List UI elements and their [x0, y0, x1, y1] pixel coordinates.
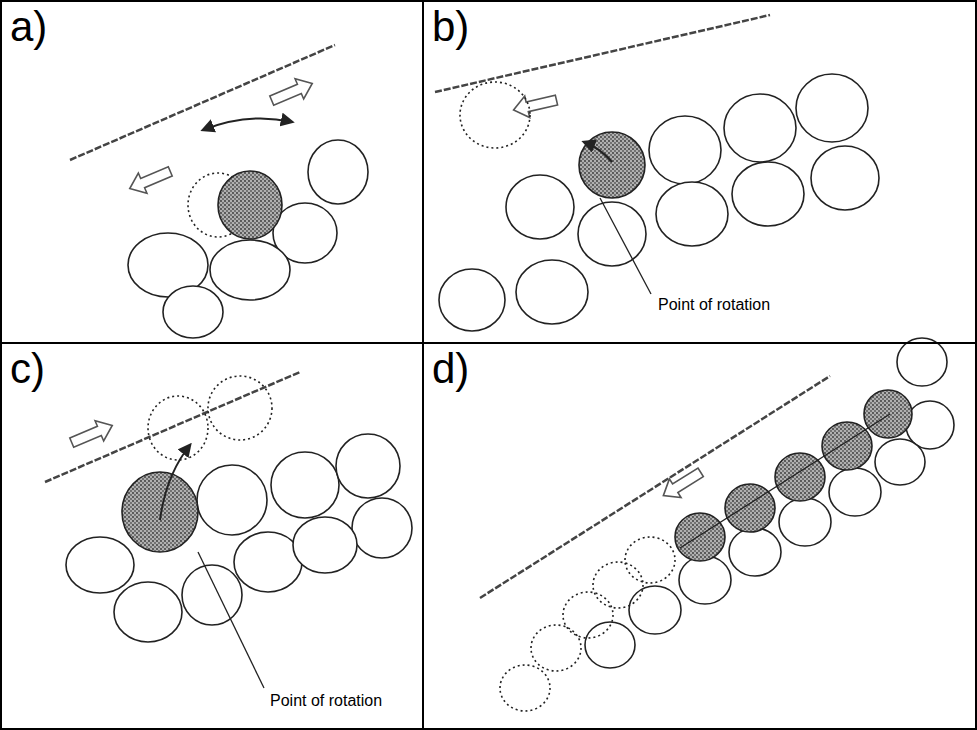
- oscillation-arrow: [203, 118, 292, 130]
- callout-label: Point of rotation: [268, 692, 384, 710]
- grain: [271, 452, 339, 518]
- grain: [897, 338, 947, 386]
- grain: [163, 286, 223, 338]
- grain: [629, 586, 681, 634]
- leader-line: [600, 198, 651, 294]
- grain: [656, 182, 728, 246]
- grain: [578, 202, 646, 266]
- panel-label: b): [432, 6, 469, 48]
- grain: [811, 146, 879, 210]
- former-grain-position: [500, 665, 550, 711]
- grain: [197, 465, 267, 535]
- grain: [829, 468, 881, 516]
- rotation-arrow: [160, 445, 190, 520]
- panel-label: d): [432, 348, 469, 390]
- grain: [506, 175, 574, 239]
- panel-label: a): [10, 6, 47, 48]
- panel-box: c) Point of rotation: [0, 342, 424, 730]
- moving-grain: [822, 422, 872, 470]
- grain: [66, 537, 134, 593]
- grain: [779, 498, 831, 546]
- moving-grain: [218, 171, 282, 239]
- former-grain-position: [148, 396, 208, 460]
- former-grain-position: [460, 82, 530, 148]
- flow-arrow: [658, 463, 707, 505]
- former-grain-position: [531, 625, 581, 671]
- former-grain-position: [593, 562, 643, 608]
- grain: [724, 94, 796, 162]
- grain: [352, 498, 412, 558]
- wall-line: [70, 45, 335, 160]
- grain: [210, 240, 290, 300]
- leader-line: [198, 552, 264, 688]
- grain: [796, 74, 868, 142]
- grain: [649, 116, 721, 184]
- grain: [114, 582, 182, 642]
- grain: [439, 269, 505, 331]
- former-grain-position: [208, 376, 272, 440]
- grain: [182, 565, 242, 625]
- grain: [585, 622, 635, 668]
- moving-grain: [579, 132, 645, 198]
- grain: [732, 162, 804, 226]
- grain: [679, 556, 731, 604]
- grain: [293, 517, 357, 573]
- panel-label: c): [10, 348, 45, 390]
- callout-label: Point of rotation: [656, 296, 772, 314]
- slide-path: [680, 414, 890, 548]
- flow-arrow: [67, 415, 116, 452]
- moving-grain: [675, 513, 725, 561]
- moving-grain: [122, 472, 198, 552]
- grain: [516, 260, 588, 324]
- former-grain-position: [563, 592, 613, 638]
- flow-arrow: [267, 73, 316, 110]
- panel-box: d): [422, 342, 977, 730]
- moving-grain: [725, 484, 775, 532]
- rotation-arrow: [584, 142, 612, 162]
- grain: [336, 434, 400, 498]
- wall-line: [480, 376, 830, 598]
- grain: [729, 528, 781, 576]
- panel-box: b) Point of rotation: [422, 0, 977, 344]
- wall-line: [45, 372, 300, 482]
- moving-grain: [864, 390, 912, 438]
- panel-box: a): [0, 0, 424, 344]
- flow-arrow: [125, 161, 174, 198]
- former-grain-position: [625, 537, 675, 583]
- grain: [875, 439, 925, 485]
- grain: [234, 532, 302, 592]
- flow-arrow: [511, 89, 559, 120]
- grain: [308, 140, 368, 204]
- wall-line: [435, 15, 770, 92]
